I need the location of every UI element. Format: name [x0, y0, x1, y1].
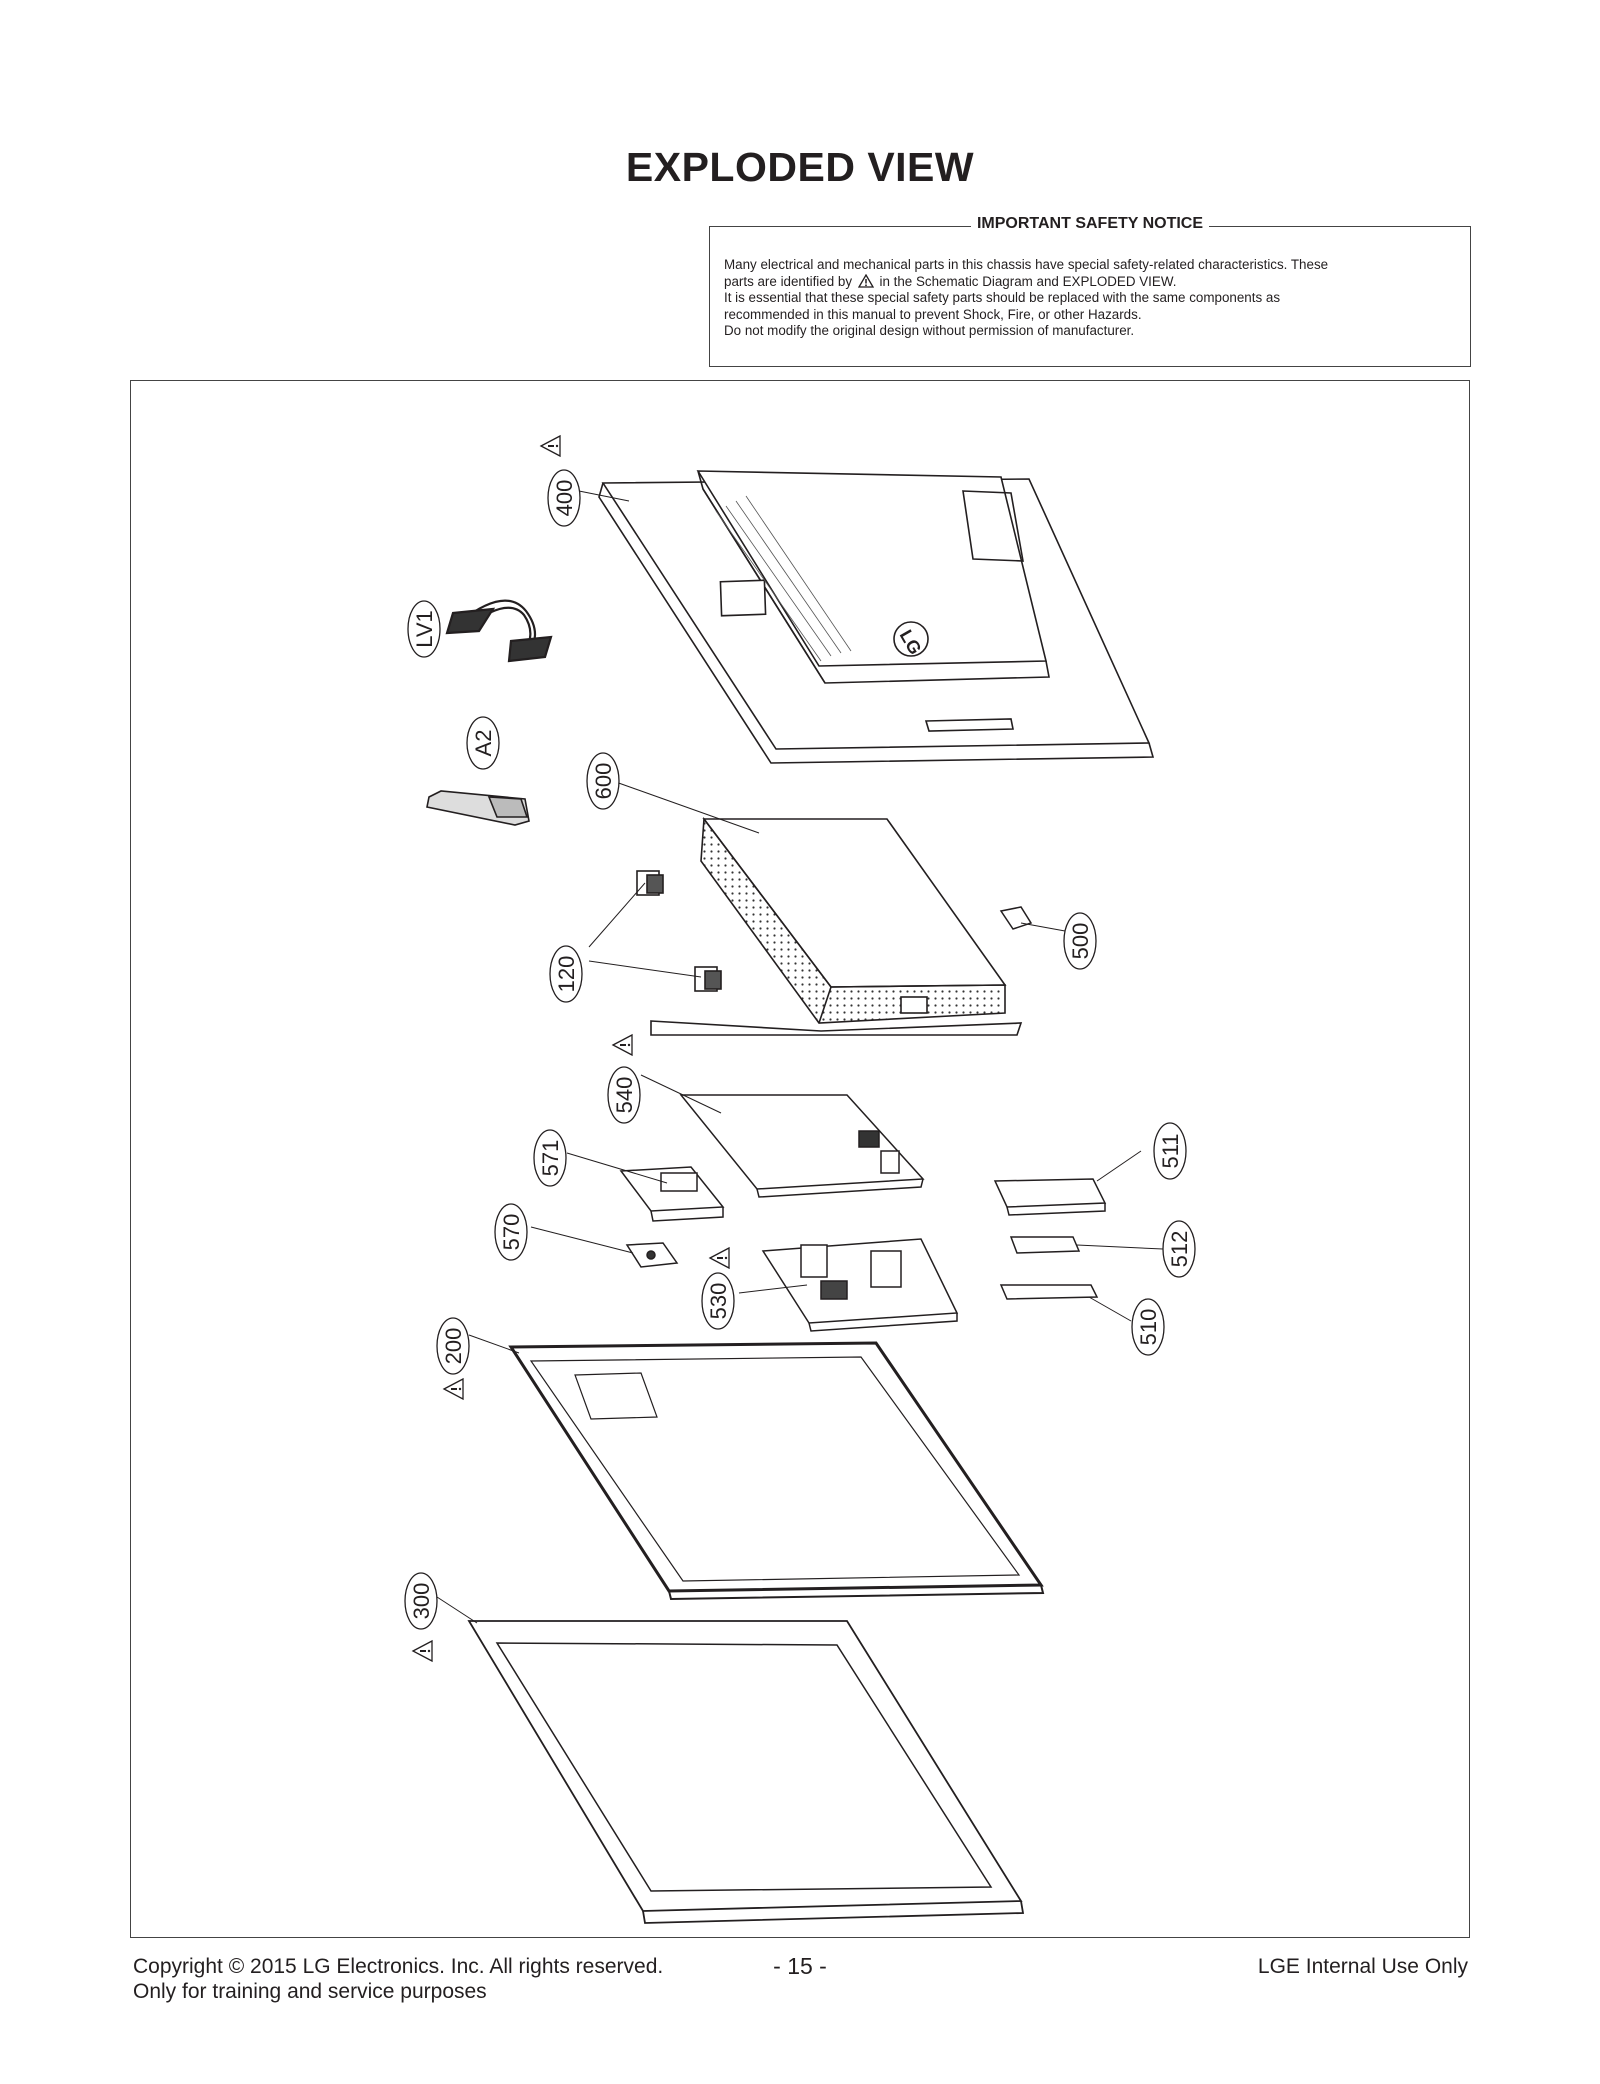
safety-notice-title: IMPORTANT SAFETY NOTICE [970, 215, 1210, 232]
label-500: 500 [1063, 912, 1097, 970]
board-570-part [625, 1242, 679, 1268]
footer-copyright: Copyright © 2015 LG Electronics. Inc. Al… [133, 1955, 664, 1978]
svg-text:A2: A2 [471, 730, 496, 757]
main-board-part [679, 1094, 925, 1198]
label-540: 540 [607, 1066, 641, 1124]
label-400: 400 [547, 469, 581, 527]
svg-text:540: 540 [612, 1077, 637, 1114]
exploded-view-drawing: LG [404, 435, 1196, 1924]
a2-accessory-part [426, 790, 530, 826]
svg-text:200: 200 [441, 1328, 466, 1365]
lcd-panel-part [508, 1341, 1045, 1601]
svg-text:510: 510 [1136, 1309, 1161, 1346]
svg-text:530: 530 [706, 1283, 731, 1320]
label-510: 510 [1131, 1298, 1165, 1356]
front-bezel-part [467, 1620, 1025, 1924]
svg-text:512: 512 [1167, 1231, 1192, 1268]
safety-notice-body: Many electrical and mechanical parts in … [724, 257, 1456, 340]
label-570: 570 [494, 1203, 528, 1261]
notice-line-3: It is essential that these special safet… [724, 290, 1281, 305]
back-cover-part: LG [598, 470, 1155, 764]
svg-text:300: 300 [409, 1583, 434, 1620]
leader-lines [436, 490, 1164, 1624]
footer-internal: LGE Internal Use Only [1257, 1955, 1468, 1978]
notice-line-2: parts are identified by in the Schematic… [724, 273, 1177, 289]
notice-line-4: recommended in this manual to prevent Sh… [724, 306, 1142, 322]
svg-text:511: 511 [1158, 1133, 1183, 1168]
label-lv1: LV1 [407, 600, 441, 658]
svg-text:570: 570 [499, 1214, 524, 1251]
footer-training: Only for training and service purposes [133, 1980, 487, 2003]
label-120: 120 [549, 945, 583, 1003]
svg-text:571: 571 [538, 1140, 563, 1177]
connector-120-parts [636, 870, 722, 992]
svg-text:LV1: LV1 [412, 610, 437, 648]
bracket-571-part [619, 1166, 725, 1222]
svg-text:400: 400 [552, 480, 577, 517]
label-512: 512 [1162, 1220, 1196, 1278]
label-200: 200 [436, 1317, 470, 1375]
svg-text:600: 600 [591, 763, 616, 800]
safety-notice-box: IMPORTANT SAFETY NOTICE Many electrical … [709, 215, 1471, 367]
notice-line-1: Many electrical and mechanical parts in … [724, 257, 1329, 272]
label-530: 530 [701, 1272, 735, 1330]
svg-text:500: 500 [1068, 923, 1093, 960]
power-board-part [761, 1238, 959, 1332]
label-a2: A2 [466, 716, 500, 770]
page-title: EXPLODED VIEW [625, 144, 975, 190]
footer-left: Copyright © 2015 LG Electronics. Inc. Al… [133, 1954, 663, 2004]
bracket-500-part [999, 906, 1033, 930]
svg-text:120: 120 [554, 956, 579, 993]
notice-line-5: Do not modify the original design withou… [724, 323, 1135, 338]
button-board-511-part [993, 1178, 1107, 1216]
label-600: 600 [586, 752, 620, 810]
label-511: 511 [1153, 1122, 1187, 1180]
label-300: 300 [404, 1572, 438, 1630]
warning-triangle-icon [857, 273, 874, 288]
label-571: 571 [533, 1129, 567, 1187]
lvds-cable-part [445, 599, 553, 663]
exploded-view-diagram: LG [130, 380, 1470, 1938]
board-512-part [1009, 1236, 1081, 1254]
board-510-part [999, 1284, 1099, 1300]
part-labels: 400 LV1 A2 600 120 500 540 571 570 530 5… [404, 469, 1196, 1630]
page-number: - 15 - [773, 1953, 827, 1979]
shield-case-part [650, 816, 1023, 1036]
